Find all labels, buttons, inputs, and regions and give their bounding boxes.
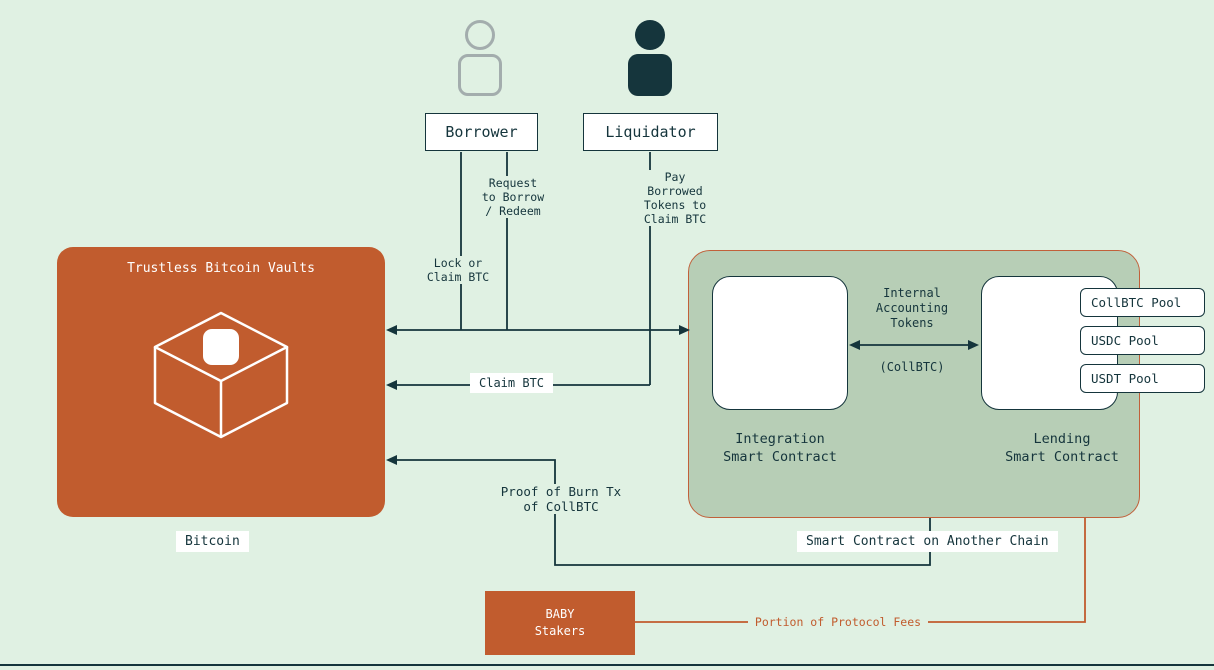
pool-collbtc: CollBTC Pool [1080,288,1205,317]
integration-contract-label: Integration Smart Contract [723,431,837,465]
pool-usdc-label: USDC Pool [1091,333,1159,348]
internal-tokens-label: Internal Accounting Tokens [875,286,949,330]
bottom-divider [0,664,1214,666]
edge-label-request: Request to Borrow / Redeem [471,176,555,218]
edge-label-pay: Pay Borrowed Tokens to Claim BTC [638,170,712,226]
integration-contract-node [712,276,848,410]
arrowhead-left-icon [386,455,397,465]
arrowhead-left-icon [386,325,397,335]
bitcoin-caption: Bitcoin [176,531,249,552]
person-filled-icon [635,20,665,50]
borrower-node: Borrower [425,113,538,151]
cube-icon [153,311,289,439]
edge-label-proof: Proof of Burn Tx of CollBTC [496,484,626,514]
pool-collbtc-label: CollBTC Pool [1091,295,1182,310]
borrower-label: Borrower [445,123,518,141]
arrowhead-right-icon [679,325,690,335]
liquidator-label: Liquidator [605,123,696,141]
edge-label-claim: Claim BTC [470,373,554,393]
edge-label-fees: Portion of Protocol Fees [748,615,928,629]
person-outline-body-icon [458,54,502,96]
arrowhead-left-icon [386,380,397,390]
pool-usdt-label: USDT Pool [1091,371,1159,386]
arrowhead-right-icon [968,340,979,350]
vaults-title: Trustless Bitcoin Vaults [127,261,315,276]
collbtc-label: (CollBTC) [879,360,945,374]
person-outline-icon [465,20,495,50]
person-filled-body-icon [628,54,672,96]
liquidator-node: Liquidator [583,113,718,151]
baby-stakers-node: BABY Stakers [485,591,635,655]
pool-usdt: USDT Pool [1080,364,1205,393]
lending-contract-label: Lending Smart Contract [1005,431,1119,465]
bitcoin-vaults-node: Trustless Bitcoin Vaults [57,247,385,517]
another-chain-caption: Smart Contract on Another Chain [797,531,1058,552]
edge-label-lock: Lock or Claim BTC [416,256,500,284]
arrowhead-left-icon [849,340,860,350]
pool-usdc: USDC Pool [1080,326,1205,355]
